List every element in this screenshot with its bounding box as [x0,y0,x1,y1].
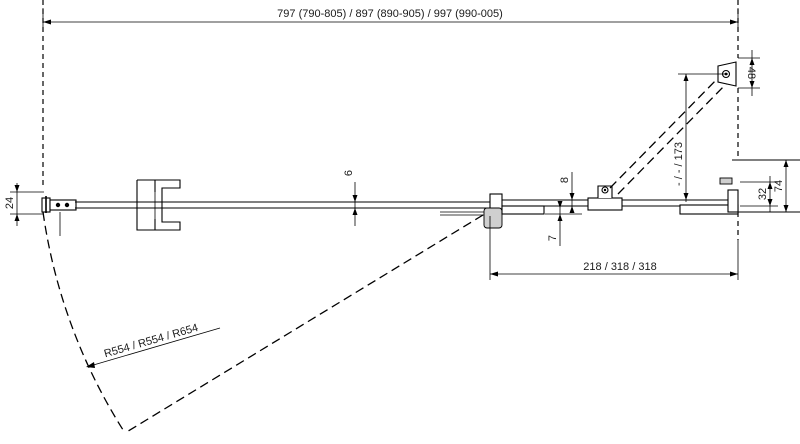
total-width-dimension: 797 (790-805) / 897 (890-905) / 997 (990… [42,8,739,30]
right-wall-profile [679,159,800,215]
fixed-panel-label: 218 / 318 / 318 [583,261,656,273]
glass-thickness-label: 6 [343,170,355,176]
profile-total-depth-dimension: 74 [773,160,789,212]
stabilizer-clamp [587,185,623,211]
wall-profile-dimension: 24 [4,183,44,226]
stabilizer-length-dimension: - / - / 173 [673,73,728,202]
door-handle [136,179,181,231]
bracket-width-dimension: 48 [738,50,760,96]
handle-offset-label: 7 [547,235,559,241]
wall-profile-label: 24 [4,197,16,209]
profile-depth-dimension: 32 [740,176,778,212]
handle-height-label: 8 [559,177,571,183]
door-hinge [440,193,545,229]
door-swing-arc [42,211,126,434]
stabilizer-length-label: - / - / 173 [673,142,685,186]
stabilizer-bar [609,72,731,195]
fixed-panel-dimension: 218 / 318 / 318 [489,216,739,280]
door-swing-open-position [124,214,484,434]
bracket-width-label: 48 [745,67,757,79]
profile-depth-label: 32 [757,188,769,200]
door-swing-radius-label: R554 / R554 / R654 [103,322,200,360]
profile-total-depth-label: 74 [773,180,785,192]
wall-lines [42,0,739,240]
total-width-label: 797 (790-805) / 897 (890-905) / 997 (990… [277,8,503,20]
left-wall-profile [41,196,77,213]
glass-thickness-dimension: 6 [343,170,362,226]
door-swing: R554 / R554 / R654 [42,211,484,434]
handle-offset-dimension: 7 [545,201,582,246]
handle-height-dimension: 8 [545,172,582,213]
glass-panel [75,199,735,209]
